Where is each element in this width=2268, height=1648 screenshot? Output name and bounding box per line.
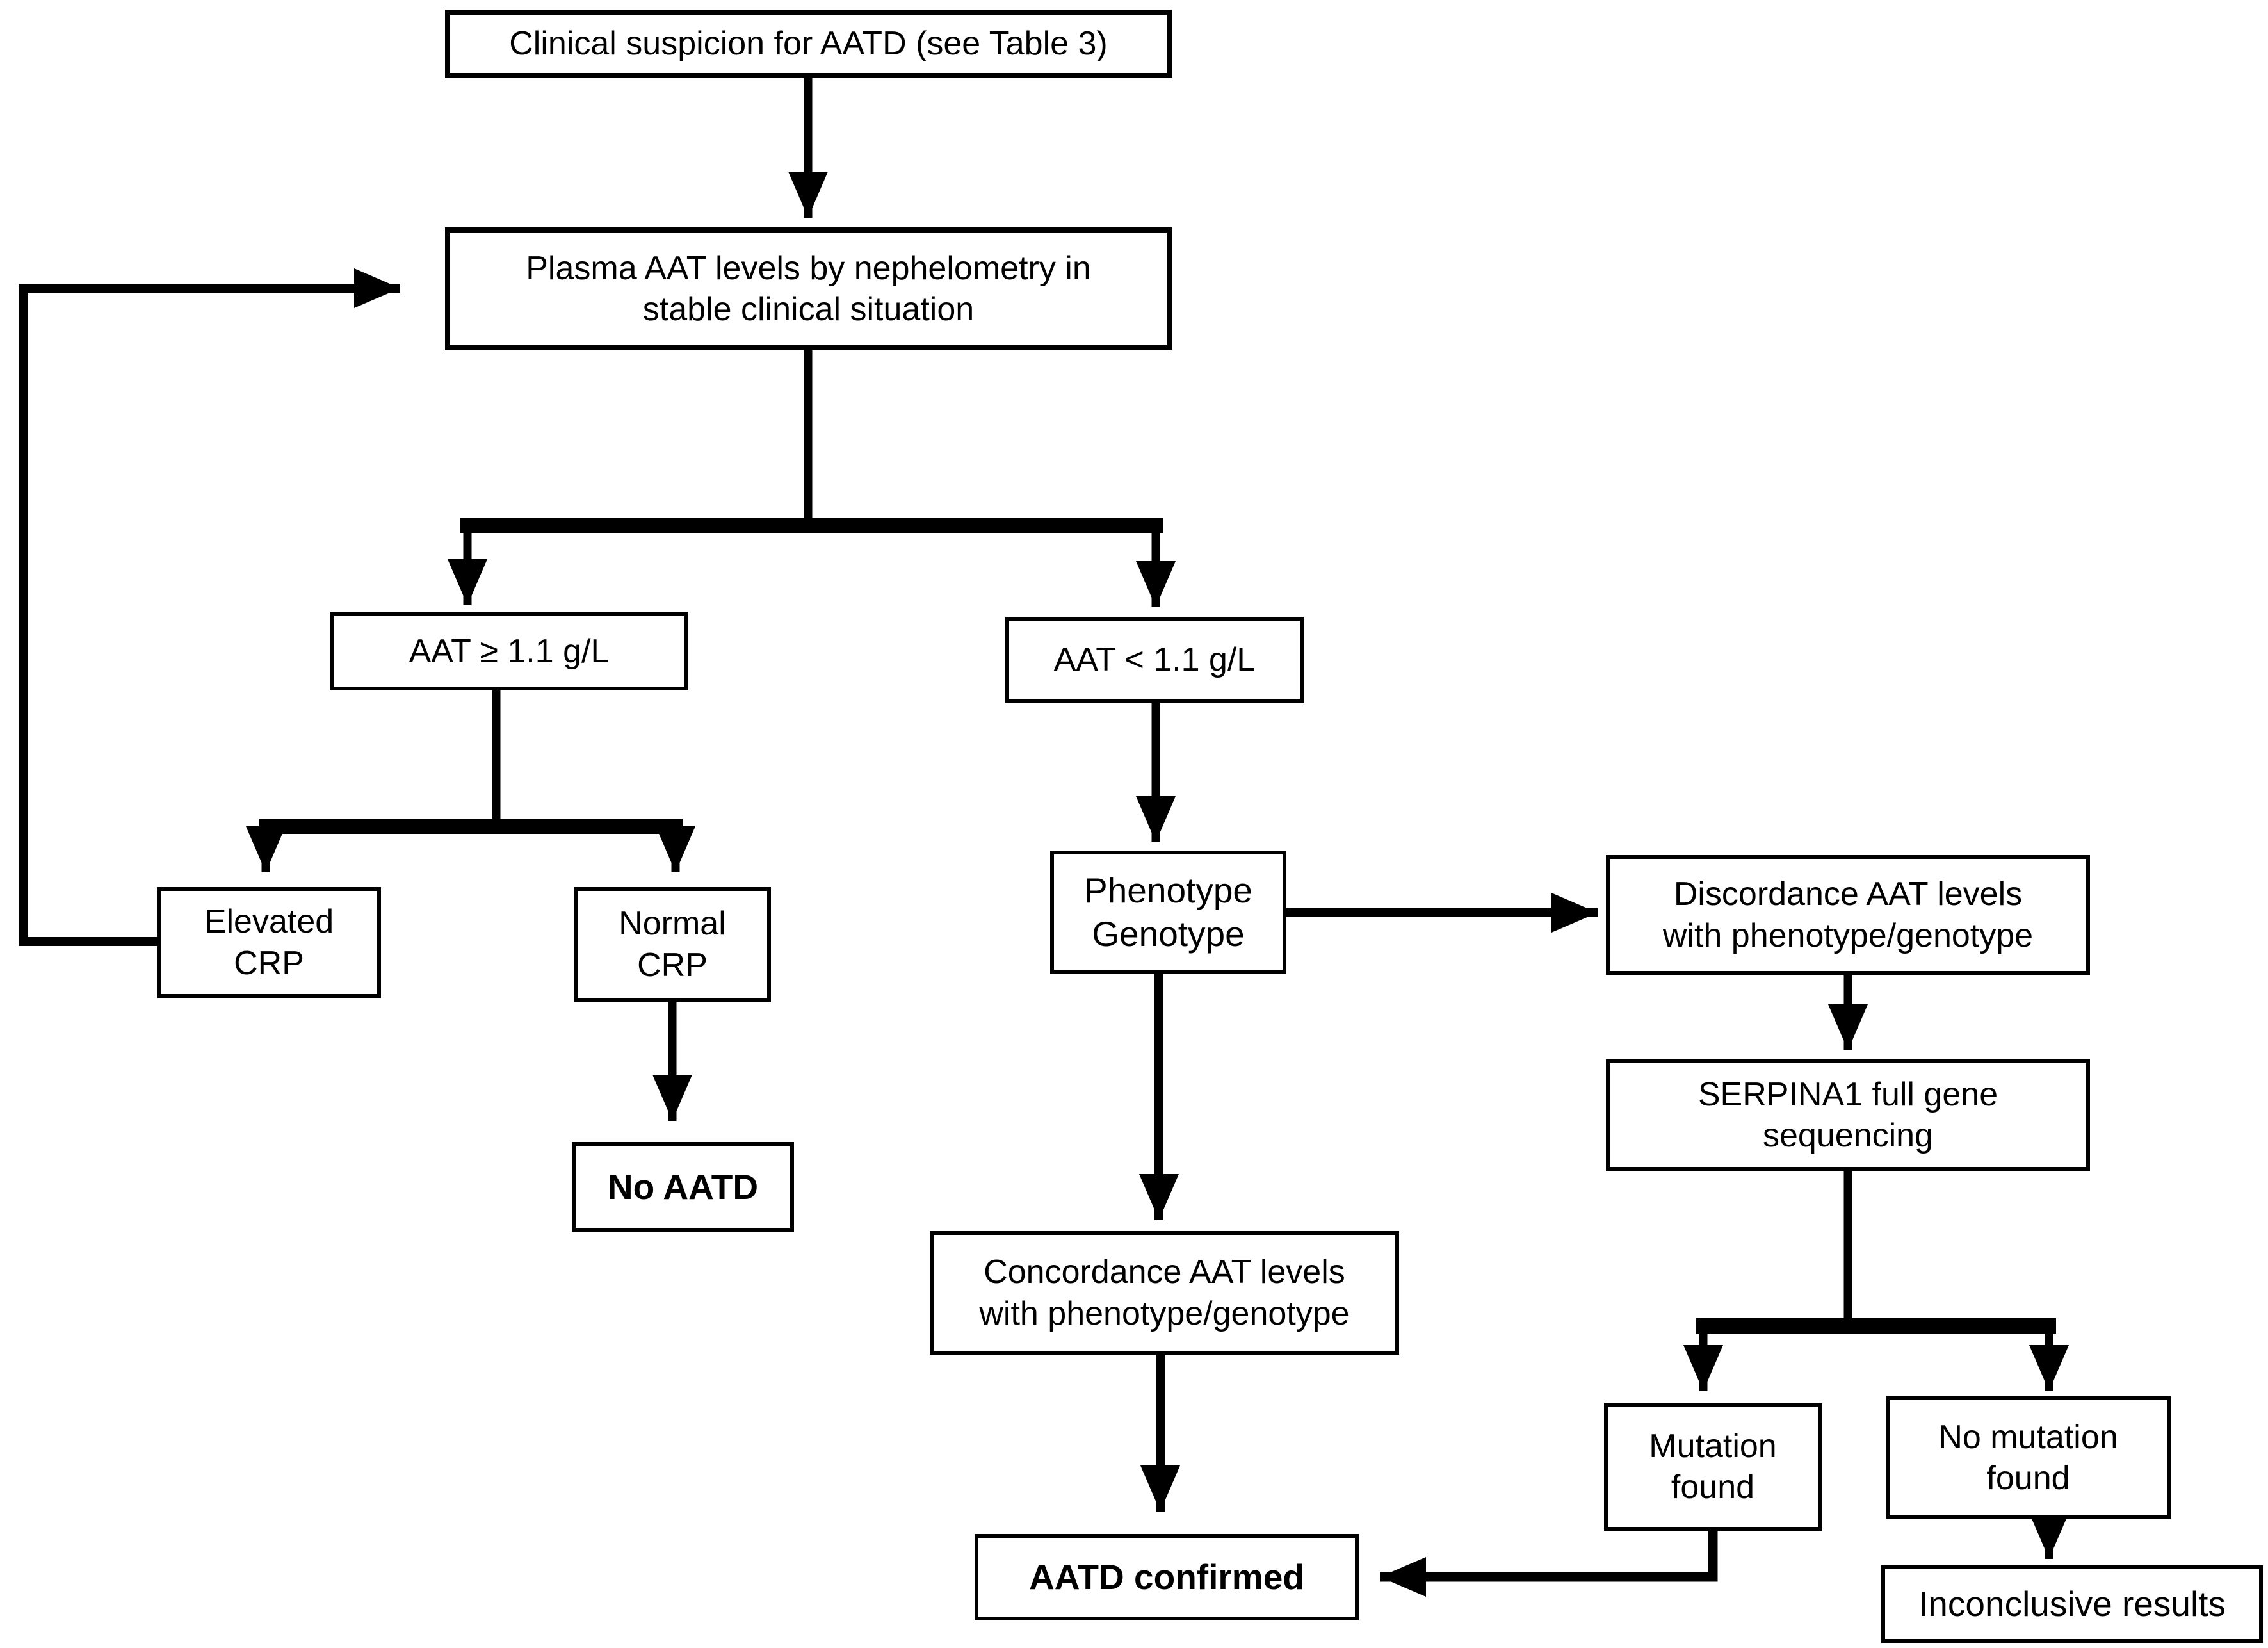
- node-normal-crp: Normal CRP: [574, 887, 771, 1002]
- node-concordance-label: Concordance AAT levels with phenotype/ge…: [979, 1253, 1350, 1332]
- node-discordance-label: Discordance AAT levels with phenotype/ge…: [1662, 876, 2034, 954]
- node-inconclusive-results: Inconclusive results: [1881, 1565, 2263, 1643]
- node-no-mutation-found: No mutation found: [1886, 1396, 2171, 1519]
- branch-serpina1-to-mutation: [1683, 1171, 2069, 1391]
- node-mutation-found: Mutation found: [1604, 1403, 1822, 1531]
- arrow-mutation-found-to-aatd-confirmed: [1380, 1531, 1718, 1597]
- node-serpina1-sequencing: SERPINA1 full gene sequencing: [1606, 1059, 2090, 1171]
- node-no-mutation-found-label: No mutation found: [1938, 1418, 2118, 1497]
- node-elevated-crp-label: Elevated CRP: [204, 903, 334, 982]
- node-elevated-crp: Elevated CRP: [157, 887, 381, 998]
- node-aat-geq-1-1: AAT ≥ 1.1 g/L: [330, 612, 688, 690]
- node-aat-geq-1-1-label: AAT ≥ 1.1 g/L: [409, 632, 610, 670]
- node-concordance: Concordance AAT levels with phenotype/ge…: [930, 1231, 1399, 1355]
- node-plasma-aat-levels-label: Plasma AAT levels by nephelometry in sta…: [526, 249, 1091, 328]
- node-mutation-found-label: Mutation found: [1649, 1427, 1777, 1506]
- node-plasma-aat-levels: Plasma AAT levels by nephelometry in sta…: [445, 227, 1172, 350]
- node-phenotype-genotype-label: Phenotype Genotype: [1084, 870, 1252, 954]
- node-inconclusive-results-label: Inconclusive results: [1918, 1584, 2226, 1624]
- node-aat-lt-1-1: AAT < 1.1 g/L: [1005, 617, 1304, 703]
- arrow-elevated-crp-loop-to-plasma: [19, 268, 400, 946]
- node-no-aatd-label: No AATD: [607, 1166, 759, 1207]
- node-aatd-confirmed-label: AATD confirmed: [1029, 1557, 1304, 1597]
- node-clinical-suspicion: Clinical suspicion for AATD (see Table 3…: [445, 10, 1172, 78]
- node-aatd-confirmed: AATD confirmed: [975, 1534, 1359, 1620]
- node-aat-lt-1-1-label: AAT < 1.1 g/L: [1053, 640, 1256, 678]
- node-clinical-suspicion-label: Clinical suspicion for AATD (see Table 3…: [509, 25, 1108, 63]
- node-serpina1-sequencing-label: SERPINA1 full gene sequencing: [1697, 1075, 1998, 1154]
- node-phenotype-genotype: Phenotype Genotype: [1050, 851, 1286, 974]
- node-discordance: Discordance AAT levels with phenotype/ge…: [1606, 855, 2090, 975]
- branch-plasma-to-aat-levels: [448, 350, 1176, 607]
- node-no-aatd: No AATD: [572, 1142, 794, 1232]
- node-normal-crp-label: Normal CRP: [619, 905, 726, 984]
- branch-aat-high-to-crp: [246, 690, 695, 872]
